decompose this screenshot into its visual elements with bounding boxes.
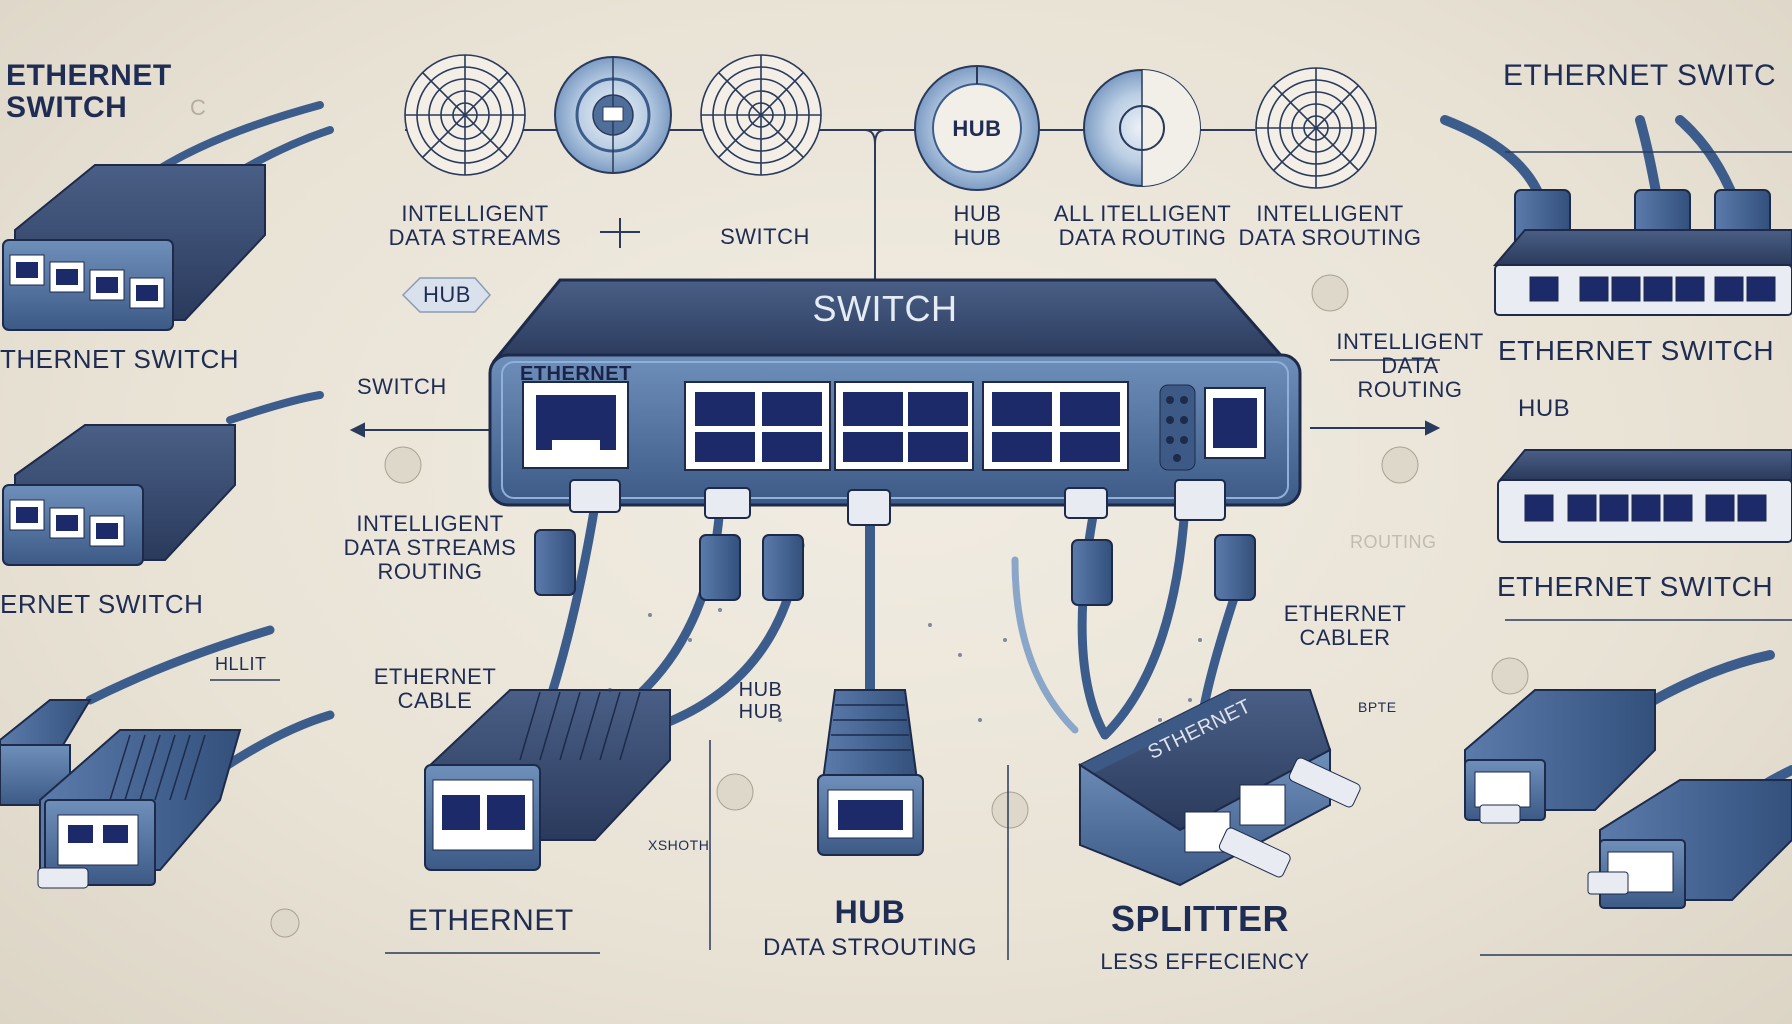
arrow-icon [349,218,1441,438]
icon-caption-all-intelligent: ALL ITELLIGENT DATA ROUTING [1053,201,1232,250]
ethernet-cable-label: ETHERNET CABLE [373,664,497,713]
left-ethernet-plug [37,710,335,889]
hub-circle-inner-label: HUB [952,116,1002,141]
left-small-label: HLLIT [215,654,267,674]
icon-caption-intelligent-streams: INTELLIGENT DATA STREAMS [388,201,562,250]
switch-top-label: SWITCH [812,288,958,329]
right-device1-label: ETHERNET SWITCH [1498,335,1775,366]
right-device2-label: ETHERNET SWITCH [1497,571,1774,602]
shoth-label: XSHOTH [648,837,710,853]
left-title: ETHERNET SWITCH [6,59,172,125]
right-ethernet-plug [1587,765,1792,909]
right-faded-label: ROUTING [1350,532,1437,552]
hub-pill-label: HUB [423,282,471,307]
left-device2-label: ERNET SWITCH [0,589,204,619]
left-device1-label: THERNET SWITCH [0,344,240,374]
switch-left-label: SWITCH [357,374,447,399]
icon-caption-intelligent-routing: INTELLIGENT DATA SROUTING [1238,201,1422,250]
radar-icon [1255,67,1377,189]
hub-plug-device [817,689,924,856]
speckle-decoration [608,608,1202,722]
right-ethernet-switch-device [1440,115,1792,316]
right-hub-label: HUB [1518,395,1571,422]
hub-mid-label: HUB HUB [738,679,783,723]
network-disc-icon [554,56,672,174]
hub-circle-icon [914,65,1040,191]
rj45-plug [534,479,1256,606]
bottom-hub-subtitle: DATA STROUTING [762,934,978,961]
intelligent-left-label: INTELLIGENT DATA STREAMS ROUTING [343,511,517,584]
right-small-label: BPTE [1358,699,1397,715]
bottom-hub-title: HUB [834,894,906,930]
routing-right-label: INTELLIGENT DATA ROUTING [1336,329,1484,402]
left-ethernet-switch-device [2,391,324,566]
ethernet-adapter-device [424,689,671,871]
right-ethernet-switch-device [1497,449,1792,543]
left-ethernet-switch-device [2,101,334,331]
icon-caption-hub: HUB HUB [953,201,1002,250]
switch-panel-label: ETHERNET [520,363,632,385]
bottom-splitter-subtitle: LESS EFFECIENCY [1100,949,1310,974]
right-ethernet-plug [1464,650,1775,824]
network-disc-icon [1083,69,1201,187]
hub-pill-badge [401,277,492,313]
radar-icon [700,54,822,176]
bottom-splitter-title: SPLITTER [1110,898,1289,939]
radar-icon [404,54,526,176]
main-switch-device [488,278,1302,507]
marker-dot-icon [270,274,1529,938]
left-title-suffix: C [190,95,207,120]
icon-caption-switch: SWITCH [720,224,810,249]
splitter-device [1077,689,1361,887]
ethernet-cabler-label: ETHERNET CABLER [1283,601,1407,650]
bottom-ethernet-title: ETHERNET [408,904,574,937]
divider-lines [210,151,1792,960]
right-title: ETHERNET SWITC [1503,59,1777,92]
